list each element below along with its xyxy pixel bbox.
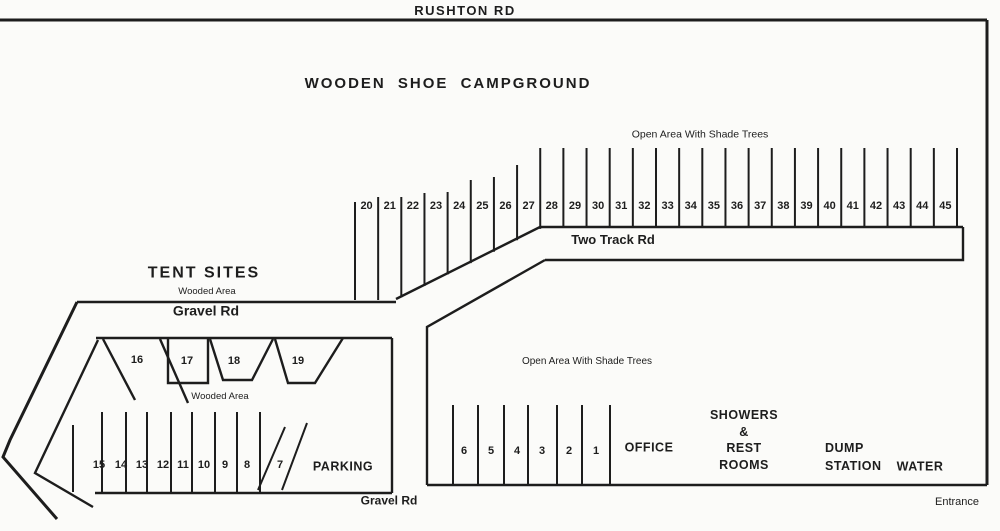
showers-line-4: ROOMS: [719, 457, 769, 472]
site19-shape: [273, 337, 345, 385]
site-number: 39: [800, 200, 813, 213]
site-number: 28: [545, 200, 558, 213]
site-number: 1: [592, 445, 600, 458]
site-number: 44: [916, 200, 929, 213]
wooded-area-lower-label: Wooded Area: [191, 391, 249, 403]
gravel-rd-lower-label: Gravel Rd: [360, 493, 418, 508]
site-divider-lines: [101, 148, 959, 492]
site-number: 34: [684, 200, 697, 213]
site-number: 26: [499, 200, 512, 213]
rushton-rd-label: RUSHTON RD: [414, 3, 516, 19]
site-number: 30: [591, 200, 605, 213]
two-track-rd-bottom-line: [545, 227, 965, 262]
site-number: 13: [135, 459, 149, 472]
site-number: 25: [476, 200, 489, 213]
site-number: 15: [92, 459, 106, 472]
showers-line-3: REST: [726, 441, 762, 455]
showers-line-2: &: [739, 424, 749, 439]
parking-label: PARKING: [312, 459, 374, 474]
tent-sites-label: TENT SITES: [147, 264, 261, 282]
two-track-rd-top-line: [395, 225, 963, 301]
site-number: 42: [869, 200, 883, 213]
site-number: 40: [823, 200, 836, 213]
site18-shape: [208, 338, 275, 382]
entrance-label: Entrance: [934, 496, 980, 509]
dump-line-2: STATION: [825, 459, 882, 473]
site-number: 14: [114, 459, 128, 472]
site-number: 4: [513, 445, 521, 458]
outer-left-boundary: [1, 301, 79, 520]
site-number: 29: [568, 200, 582, 213]
site-number: 16: [130, 354, 144, 367]
dump-line-1: DUMP: [825, 441, 864, 455]
water-label: WATER: [896, 459, 944, 474]
site-number: 3: [538, 445, 546, 458]
site-number: 9: [221, 459, 229, 472]
wooded-area-upper-label: Wooded Area: [178, 286, 236, 298]
site17-box: [166, 339, 210, 385]
site-number: 35: [707, 200, 720, 213]
two-track-rd-label: Two Track Rd: [571, 232, 655, 248]
site-number: 41: [846, 200, 859, 213]
showers-restrooms-label: SHOWERS & REST ROOMS: [710, 407, 778, 473]
map-title: WOODEN SHOE CAMPGROUND: [304, 75, 592, 93]
site-number: 17: [180, 355, 194, 368]
site-number: 45: [939, 200, 952, 213]
site-number: 10: [197, 459, 211, 472]
site-number: 5: [487, 445, 495, 458]
site-number: 21: [383, 200, 396, 213]
site-number: 18: [227, 355, 241, 368]
site-number: 19: [291, 355, 305, 368]
site-number: 8: [243, 459, 251, 472]
site-number: 7: [276, 459, 284, 472]
site-number: 24: [453, 200, 466, 213]
site-number: 32: [638, 200, 651, 213]
site-number: 20: [360, 200, 373, 213]
site-number: 38: [777, 200, 790, 213]
gravel-rd-upper-label: Gravel Rd: [172, 302, 240, 319]
site7-slash-lines: [257, 422, 308, 491]
site-number: 43: [892, 200, 906, 213]
site16-lines: [101, 338, 190, 404]
site-number: 36: [730, 200, 744, 213]
site-number: 31: [615, 200, 628, 213]
site-number: 22: [406, 200, 419, 213]
open-area-lower-label: Open Area With Shade Trees: [521, 355, 653, 367]
office-label: OFFICE: [624, 440, 674, 455]
site-number: 23: [429, 200, 443, 213]
office-area-left-edge: [425, 258, 546, 485]
site-number: 6: [460, 445, 468, 458]
site-number: 11: [177, 459, 189, 472]
showers-line-1: SHOWERS: [709, 408, 779, 422]
dump-station-label: DUMP STATION: [825, 439, 882, 475]
site-number: 27: [522, 200, 535, 213]
site-number: 2: [565, 445, 573, 458]
inner-left-boundary: [33, 339, 100, 509]
site-number: 12: [156, 459, 170, 472]
open-area-upper-label: Open Area With Shade Trees: [631, 128, 769, 141]
site-number: 37: [754, 200, 767, 213]
site-number: 33: [661, 200, 674, 213]
